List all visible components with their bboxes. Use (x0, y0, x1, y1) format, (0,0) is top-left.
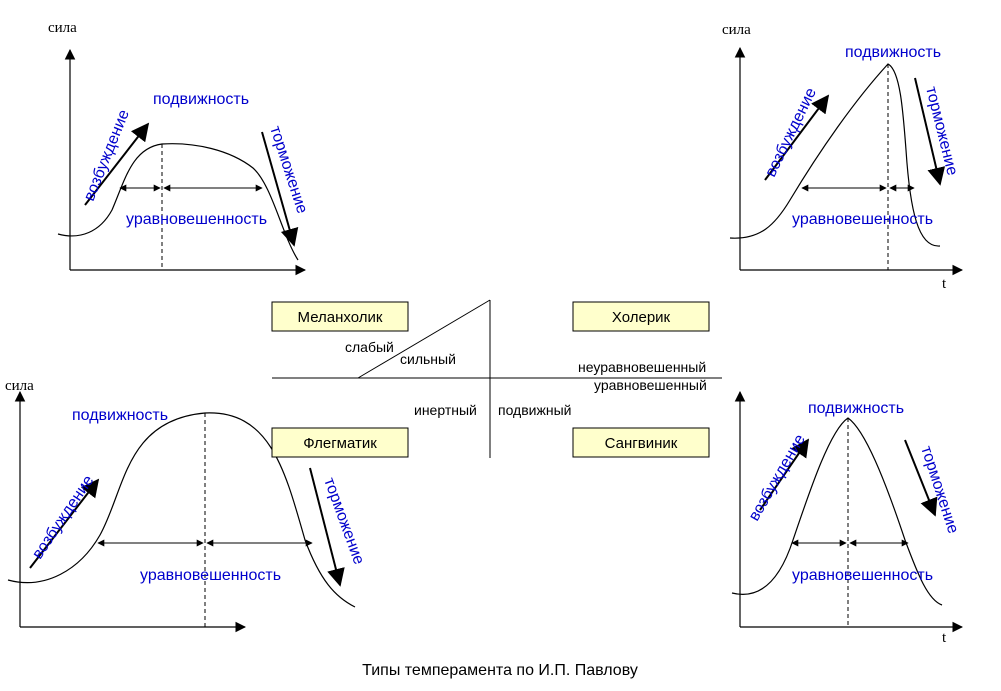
graph-choleric: сила t подвижность уравновешенность возб… (722, 22, 964, 292)
excitation-label: возбуждение (81, 107, 133, 203)
excitation-arrow (84, 122, 150, 206)
inert-label: инертный (414, 402, 477, 418)
inhibition-label: торможение (917, 444, 961, 536)
type-box-sanguine: Сангвиник (572, 427, 710, 458)
mobility-label: подвижность (808, 400, 904, 417)
inhibition-arrow (914, 77, 946, 186)
mobility-label: подвижность (153, 91, 249, 108)
balanced-label: уравновешенный (594, 377, 707, 393)
strength-diagonal (357, 299, 491, 379)
caption: Типы темперамента по И.П. Павлову (362, 662, 638, 679)
weak-label: слабый (345, 339, 394, 355)
axis-label-time: t (942, 630, 947, 646)
type-box-melancholic: Меланхолик (271, 301, 409, 332)
excitation-label: возбуждение (746, 432, 809, 524)
classification-scheme: слабый сильный неуравновешенный уравнове… (271, 299, 722, 458)
type-box-choleric: Холерик (572, 301, 710, 332)
mobility-label: подвижность (72, 407, 168, 424)
axis-label-time: t (942, 276, 947, 292)
mobile-label: подвижный (498, 402, 571, 418)
excitation-label: возбуждение (29, 472, 97, 562)
type-label-choleric: Холерик (612, 309, 671, 326)
inhibition-label: торможение (320, 476, 367, 567)
strong-label: сильный (400, 351, 456, 367)
excitation-arrow (764, 94, 830, 181)
axis-label-force: сила (722, 22, 751, 38)
excitation-arrow (29, 478, 100, 569)
balance-label: уравновешенность (792, 567, 933, 584)
axis-label-force: сила (48, 20, 77, 36)
inhibition-arrow (309, 467, 345, 587)
graph-melancholic: сила подвижность уравновешенность возбуж… (48, 20, 310, 276)
excitation-arrow (759, 438, 810, 511)
inhibition-arrow (261, 131, 299, 247)
axis-label-force: сила (5, 378, 34, 394)
graph-sanguine: t подвижность уравновешенность возбужден… (731, 390, 964, 646)
balance-label: уравновешенность (792, 211, 933, 228)
curve (57, 143, 299, 261)
unbalanced-label: неуравновешенный (578, 359, 706, 375)
type-label-phlegmatic: Флегматик (303, 435, 377, 452)
mobility-label: подвижность (845, 44, 941, 61)
type-box-phlegmatic: Флегматик (271, 427, 409, 458)
type-label-melancholic: Меланхолик (298, 309, 383, 326)
inhibition-arrow (904, 439, 938, 517)
balance-label: уравновешенность (140, 567, 281, 584)
type-label-sanguine: Сангвиник (605, 435, 678, 452)
balance-label: уравновешенность (126, 211, 267, 228)
graph-phlegmatic: сила подвижность уравновешенность возбуж… (5, 378, 367, 633)
